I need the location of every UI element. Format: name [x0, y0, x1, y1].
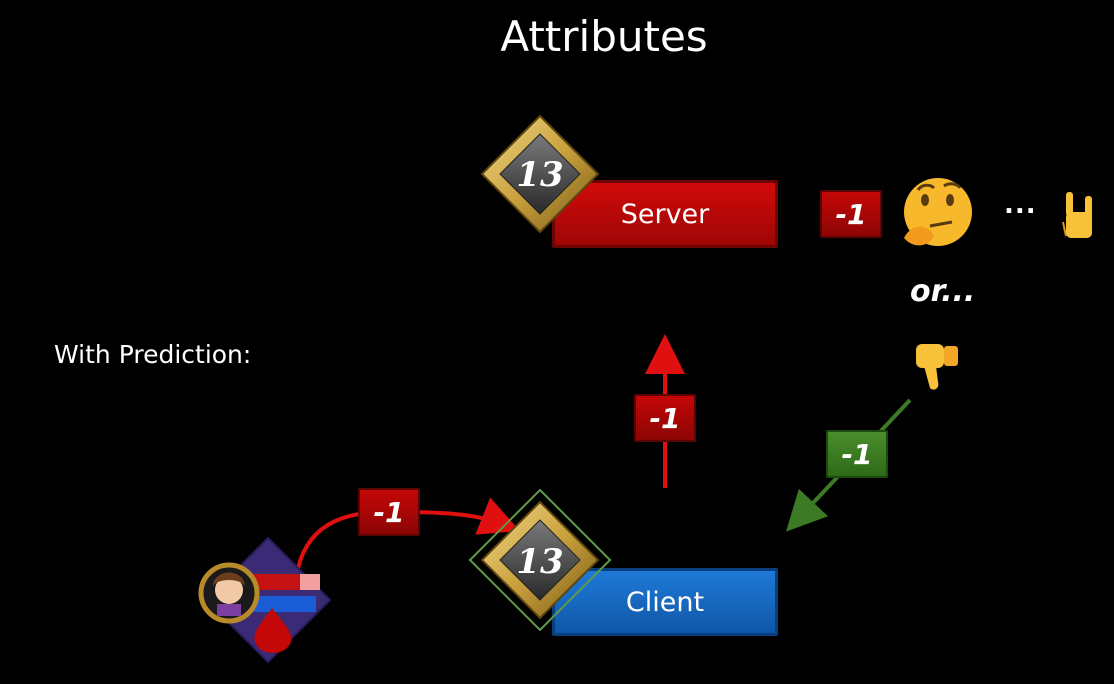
thinking-face-icon: [904, 178, 972, 246]
corrected-change-tag: -1: [826, 430, 888, 478]
server-label: Server: [620, 198, 710, 230]
applied-change-value: -1: [373, 495, 405, 529]
server-attribute-value: 13: [516, 155, 563, 195]
client-diamond: [468, 488, 612, 632]
server-change-value: -1: [835, 197, 867, 231]
subtitle-label: With Prediction:: [54, 340, 252, 369]
page-title: Attributes: [500, 12, 708, 61]
or-text: or...: [910, 274, 976, 309]
applied-change-tag: -1: [358, 488, 420, 536]
character-icon: [198, 536, 332, 664]
up-change-value: -1: [649, 401, 681, 435]
rock-on-icon: [1062, 192, 1092, 238]
client-attribute-value: 13: [516, 542, 563, 582]
server-diamond: [480, 114, 600, 234]
thumbs-down-icon: [916, 344, 958, 390]
up-arrow-change-tag: -1: [634, 394, 696, 442]
ellipsis-text: ...: [1004, 190, 1037, 220]
corrected-change-value: -1: [841, 437, 873, 471]
server-change-tag: -1: [820, 190, 882, 238]
client-label: Client: [625, 586, 705, 618]
